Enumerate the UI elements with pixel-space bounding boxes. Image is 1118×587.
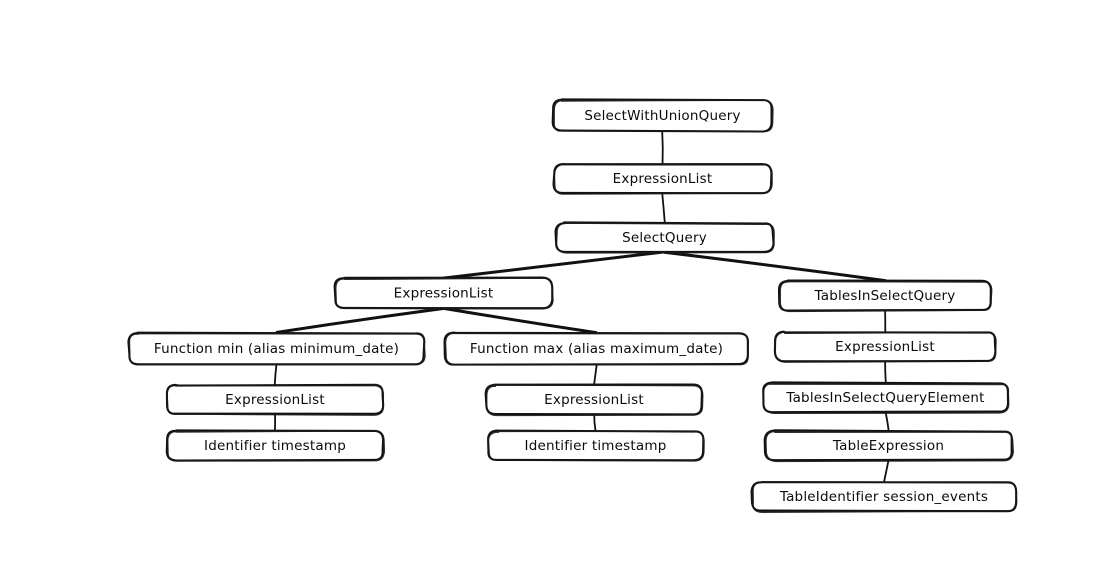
node-label: Identifier timestamp <box>525 438 667 454</box>
ast-node[interactable]: ExpressionList <box>773 330 997 363</box>
edge-n7-n10 <box>884 359 887 384</box>
node-label: Function max (alias maximum_date) <box>470 341 723 357</box>
edge-n0-n1 <box>661 130 664 166</box>
ast-node[interactable]: ExpressionList <box>484 383 704 417</box>
node-label: TableIdentifier session_events <box>779 489 988 505</box>
ast-node[interactable]: TablesInSelectQueryElement <box>762 381 1010 414</box>
node-label: ExpressionList <box>835 339 935 355</box>
node-outline-sketch <box>752 481 1018 513</box>
ast-node[interactable]: ExpressionList <box>333 276 554 310</box>
node-outline-sketch <box>444 332 749 366</box>
ast-node[interactable]: TableExpression <box>763 429 1014 463</box>
ast-node[interactable]: SelectQuery <box>554 221 775 254</box>
edge-n9-n12 <box>593 413 597 432</box>
node-outline-sketch <box>334 277 554 310</box>
node-outline-sketch <box>485 384 704 417</box>
node-label: ExpressionList <box>225 392 325 408</box>
node-outline-sketch <box>553 99 774 133</box>
edge-n2-n4 <box>662 250 887 283</box>
node-label: ExpressionList <box>613 171 713 187</box>
node-label: Identifier timestamp <box>204 438 346 454</box>
ast-node[interactable]: SelectWithUnionQuery <box>551 98 774 133</box>
edge-n3-n6 <box>441 306 598 335</box>
ast-node[interactable]: ExpressionList <box>165 383 385 416</box>
ast-node[interactable]: ExpressionList <box>552 162 773 195</box>
node-label: ExpressionList <box>394 286 494 302</box>
node-label: Function min (alias minimum_date) <box>154 341 399 357</box>
node-outline-sketch <box>779 280 993 313</box>
node-label: SelectWithUnionQuery <box>584 108 740 124</box>
edge-n2-n3 <box>441 250 666 280</box>
node-label: TablesInSelectQueryElement <box>785 390 984 406</box>
node-outline-sketch <box>128 332 426 366</box>
edge-n1-n2 <box>661 192 666 224</box>
node-outline-sketch <box>762 382 1010 414</box>
node-outline-sketch <box>555 222 775 254</box>
node-label: SelectQuery <box>622 230 707 246</box>
node-label: ExpressionList <box>544 392 644 408</box>
node-label: TablesInSelectQuery <box>814 288 956 304</box>
node-outline-sketch <box>487 430 705 462</box>
node-outline-sketch <box>553 162 773 195</box>
ast-node[interactable]: TablesInSelectQuery <box>777 279 993 313</box>
ast-node[interactable]: Function max (alias maximum_date) <box>443 331 749 366</box>
ast-node[interactable]: Identifier timestamp <box>487 429 705 462</box>
node-outline-sketch <box>166 384 385 416</box>
ast-node[interactable]: Identifier timestamp <box>165 429 386 462</box>
edge-n13-n14 <box>883 458 890 483</box>
ast-node[interactable]: TableIdentifier session_events <box>750 481 1018 513</box>
node-outline-sketch <box>765 430 1014 463</box>
edge-n6-n9 <box>593 363 598 386</box>
node-layer: SelectWithUnionQueryExpressionListSelect… <box>127 98 1018 513</box>
edge-n10-n13 <box>884 410 890 433</box>
node-outline-sketch <box>166 430 386 462</box>
ast-node[interactable]: Function min (alias minimum_date) <box>127 331 426 366</box>
node-label: TableExpression <box>832 438 944 454</box>
node-outline-sketch <box>774 331 997 362</box>
edge-n5-n8 <box>273 362 278 387</box>
edge-n3-n5 <box>275 306 445 334</box>
